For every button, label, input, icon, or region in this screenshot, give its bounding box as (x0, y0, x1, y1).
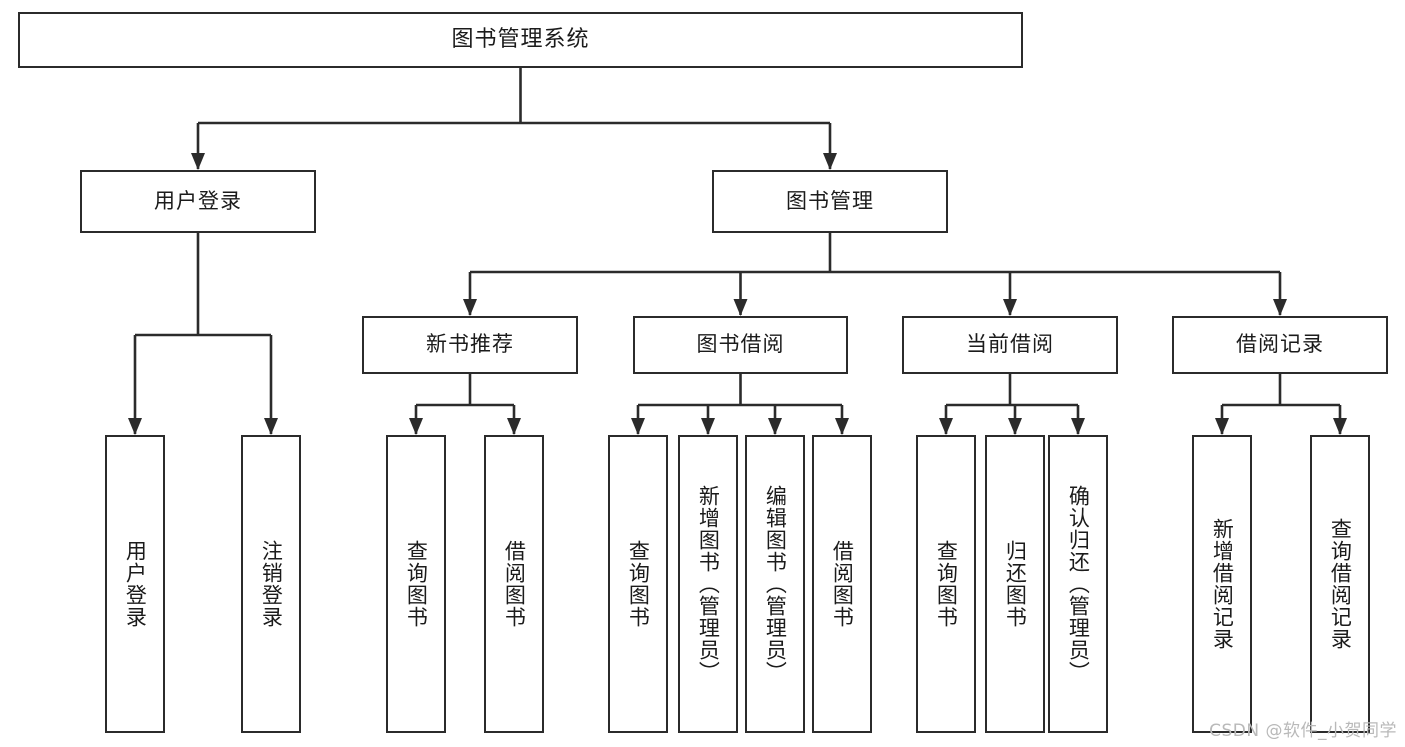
connector-arrowhead (631, 418, 645, 435)
node-label: 查询图书 (626, 540, 651, 628)
connector-arrowhead (1333, 418, 1347, 435)
node-leaf-logout[interactable]: 注销登录 (241, 435, 301, 733)
node-label: 新书推荐 (426, 332, 514, 357)
node-label: 借阅图书 (502, 540, 527, 628)
node-label: 编辑图书（管理员） (763, 485, 788, 683)
node-label: 借阅记录 (1236, 332, 1324, 357)
node-leaf-query1[interactable]: 查询图书 (386, 435, 446, 733)
node-leaf-add[interactable]: 新增图书（管理员） (678, 435, 738, 733)
connector-arrowhead (768, 418, 782, 435)
node-label: 图书借阅 (696, 332, 785, 357)
connector-arrowhead (128, 418, 142, 435)
node-label: 归还图书 (1003, 540, 1028, 628)
node-leaf-addrec[interactable]: 新增借阅记录 (1192, 435, 1252, 733)
node-leaf-borrow2[interactable]: 借阅图书 (812, 435, 872, 733)
node-leaf-confirm[interactable]: 确认归还（管理员） (1048, 435, 1108, 733)
node-label: 确认归还（管理员） (1066, 485, 1091, 683)
node-newbooks[interactable]: 新书推荐 (362, 316, 578, 374)
node-leaf-edit[interactable]: 编辑图书（管理员） (745, 435, 805, 733)
node-label: 用户登录 (123, 540, 148, 628)
node-label: 新增图书（管理员） (696, 485, 721, 683)
node-borrow[interactable]: 图书借阅 (633, 316, 848, 374)
node-leaf-login[interactable]: 用户登录 (105, 435, 165, 733)
connector-arrowhead (191, 153, 205, 170)
node-label: 查询图书 (934, 540, 959, 628)
node-label: 借阅图书 (830, 540, 855, 628)
connector-arrowhead (1071, 418, 1085, 435)
node-leaf-return[interactable]: 归还图书 (985, 435, 1045, 733)
node-bookmgmt[interactable]: 图书管理 (712, 170, 948, 233)
node-current[interactable]: 当前借阅 (902, 316, 1118, 374)
connector-arrowhead (939, 418, 953, 435)
connector-arrowhead (823, 153, 837, 170)
connector-arrowhead (463, 299, 477, 316)
connector-arrowhead (1008, 418, 1022, 435)
connector-arrowhead (1215, 418, 1229, 435)
connector-arrowhead (1003, 299, 1017, 316)
node-leaf-queryrec[interactable]: 查询借阅记录 (1310, 435, 1370, 733)
node-leaf-borrow1[interactable]: 借阅图书 (484, 435, 544, 733)
node-login[interactable]: 用户登录 (80, 170, 316, 233)
connector-arrowhead (507, 418, 521, 435)
node-label: 用户登录 (154, 188, 242, 213)
connector-arrowhead (733, 299, 748, 316)
connector-arrowhead (835, 418, 849, 435)
connector-arrowhead (409, 418, 423, 435)
node-root[interactable]: 图书管理系统 (18, 12, 1023, 68)
node-records[interactable]: 借阅记录 (1172, 316, 1388, 374)
node-leaf-query2[interactable]: 查询图书 (608, 435, 668, 733)
node-label: 图书管理系统 (451, 26, 590, 52)
node-label: 注销登录 (259, 540, 284, 628)
node-label: 新增借阅记录 (1210, 518, 1235, 650)
node-label: 查询图书 (404, 540, 429, 628)
node-label: 图书管理 (786, 188, 874, 213)
connector-arrowhead (701, 418, 715, 435)
connector-arrowhead (264, 418, 278, 435)
node-label: 查询借阅记录 (1328, 518, 1353, 650)
connector-arrowhead (1273, 299, 1287, 316)
node-label: 当前借阅 (966, 332, 1054, 357)
node-leaf-query3[interactable]: 查询图书 (916, 435, 976, 733)
